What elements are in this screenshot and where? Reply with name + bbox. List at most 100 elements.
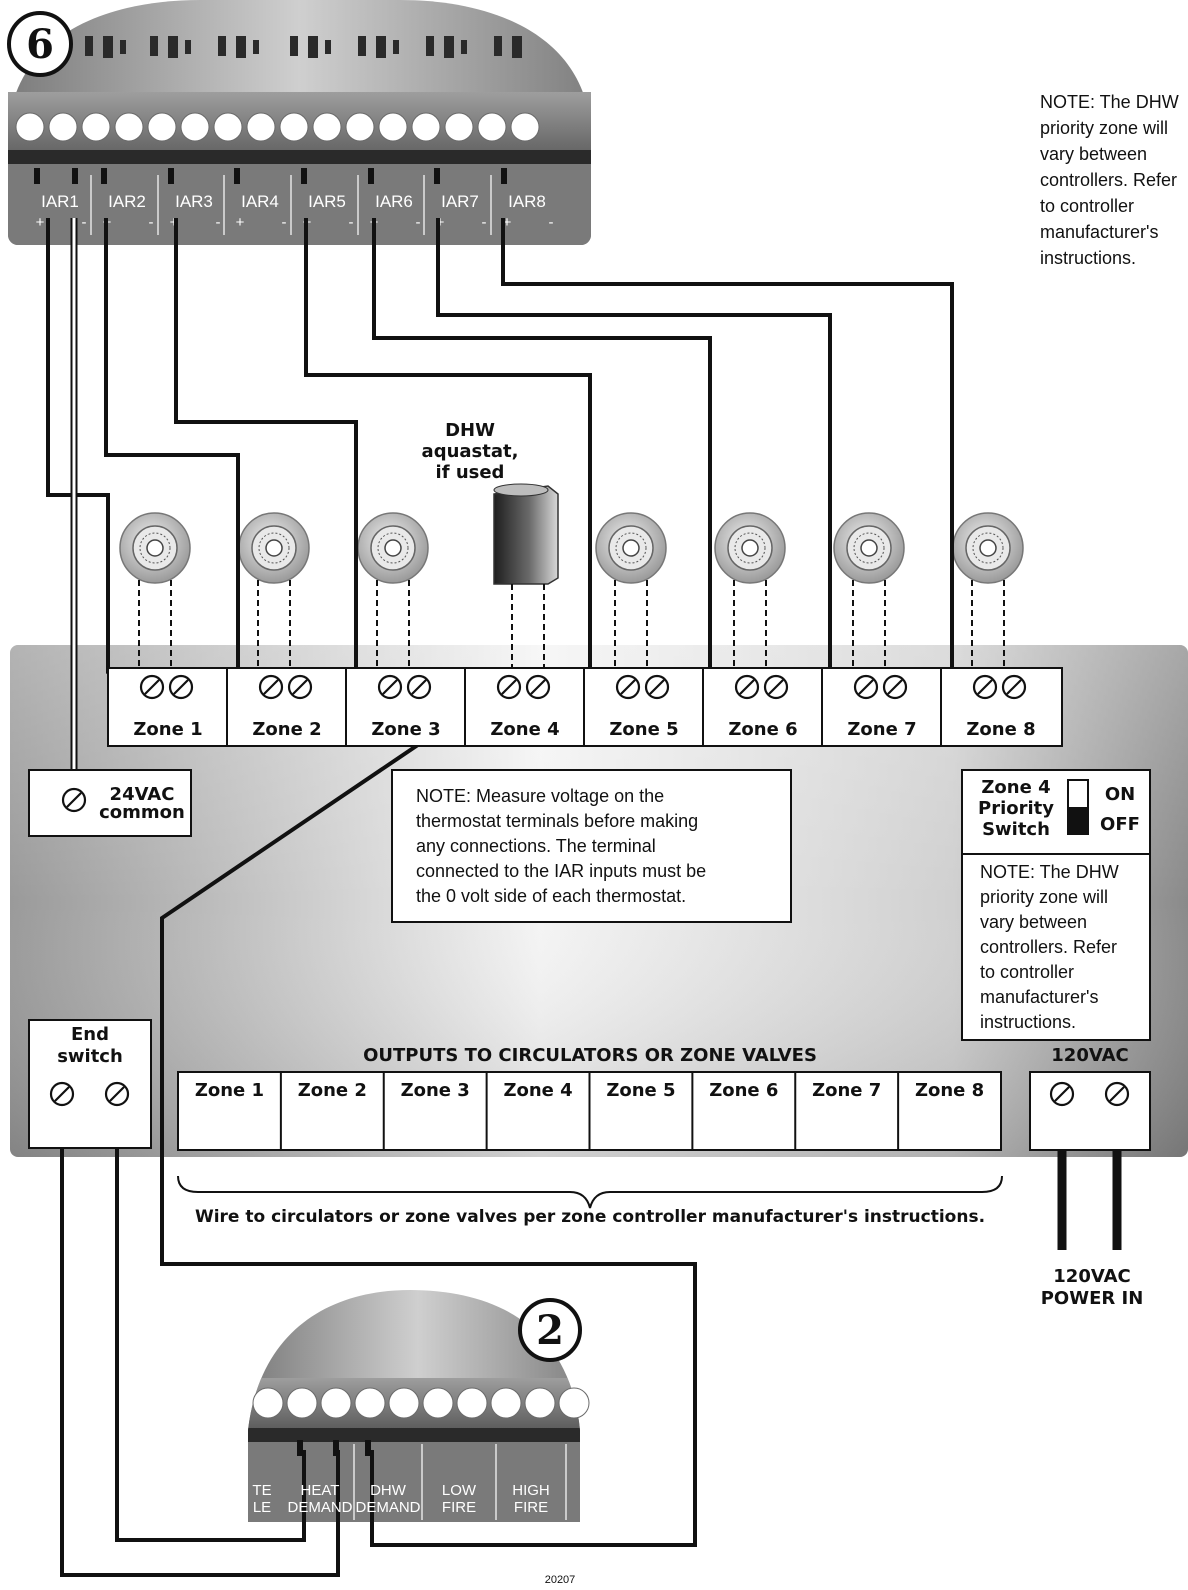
wire-iar8 (501, 218, 983, 688)
zone-screw-slot (144, 679, 160, 695)
iar-pin (168, 168, 174, 184)
top-note-line: priority zone will (1040, 118, 1168, 138)
common-label-1: 24VAC (110, 784, 175, 805)
terminal-screw-top (81, 112, 111, 142)
iar-label-6: IAR6 (375, 192, 413, 211)
zone-screw-slot (263, 679, 279, 695)
terminal-screw-bottom (252, 1387, 284, 1419)
thermostat-center (860, 539, 878, 557)
zone-label-1: Zone 1 (133, 719, 202, 740)
voltage-note-3: any connections. The terminal (416, 836, 656, 856)
zone-screw-slot (530, 679, 546, 695)
thermostat-ring (377, 532, 409, 564)
end-switch-screw-slot (54, 1086, 70, 1102)
priority-label-2: Priority (978, 798, 1054, 819)
zone-screw-slot (292, 679, 308, 695)
thermostat-ring (734, 532, 766, 564)
iar-label-7: IAR7 (441, 192, 479, 211)
side-note-4: controllers. Refer (980, 937, 1117, 957)
thermostat-ring (139, 532, 171, 564)
iar-minus: - (349, 214, 354, 231)
thermostat-center (265, 539, 283, 557)
output-label-5: Zone 5 (606, 1080, 675, 1101)
zone-screw-slot (858, 679, 874, 695)
heat-demand-label-2: DEMAND (287, 1499, 352, 1516)
end-switch-box (28, 1019, 152, 1149)
top-note-line: to controller (1040, 196, 1134, 216)
terminal-screw-top (477, 112, 507, 142)
iar-minus: - (216, 214, 221, 231)
terminal-screw-bottom (320, 1387, 352, 1419)
output-label-8: Zone 8 (915, 1080, 984, 1101)
priority-label-3: Switch (982, 819, 1050, 840)
zone-screw-slot (173, 679, 189, 695)
boiler-number-badge (518, 1298, 582, 1362)
priority-label-1: Zone 4 (981, 777, 1050, 798)
terminal-screw-top (345, 112, 375, 142)
controller-number-badge (7, 11, 73, 77)
priority-off-label: OFF (1100, 814, 1140, 835)
priority-switch-box (961, 769, 1151, 1041)
iar-label-1: IAR1 (41, 192, 79, 211)
iar-minus: - (149, 214, 154, 231)
terminal-screw-bottom (524, 1387, 556, 1419)
low-fire-label-2: FIRE (442, 1499, 476, 1516)
iar-label-2: IAR2 (108, 192, 146, 211)
iar-pin (301, 168, 307, 184)
outputs-brace (177, 1175, 1003, 1209)
terminal-screw-top (114, 112, 144, 142)
boiler-pin (365, 1440, 371, 1456)
zone-label-6: Zone 6 (728, 719, 797, 740)
thermostat-center (384, 539, 402, 557)
aquastat-icon (493, 485, 559, 585)
wire-iar2 (104, 218, 271, 688)
outputs-title: OUTPUTS TO CIRCULATORS OR ZONE VALVES (363, 1045, 817, 1066)
zone-screw-slot (887, 679, 903, 695)
terminal-screw-bottom (422, 1387, 454, 1419)
voltage-note-1: NOTE: Measure voltage on the (416, 786, 664, 806)
voltage-note-2: thermostat terminals before making (416, 811, 698, 831)
heat-demand-label-1: HEAT (301, 1482, 340, 1499)
power-in-label-2: POWER IN (1041, 1288, 1144, 1309)
thermostat-ring (258, 532, 290, 564)
boiler-pin (333, 1440, 339, 1456)
side-note-3: vary between (980, 912, 1087, 932)
iar-plus: + (36, 214, 45, 231)
output-label-6: Zone 6 (709, 1080, 778, 1101)
priority-on-label: ON (1105, 784, 1135, 805)
power-box-label: 120VAC (1051, 1045, 1128, 1066)
iar-minus: - (416, 214, 421, 231)
boiler-partial-label-1: TE (252, 1482, 271, 1499)
zone-screw-slot (1006, 679, 1022, 695)
terminal-screw-top (510, 112, 540, 142)
power-screw-slot (1054, 1086, 1070, 1102)
iar-pin (501, 168, 507, 184)
terminal-screw-top (147, 112, 177, 142)
power-screw-slot (1109, 1086, 1125, 1102)
figure-code: 20207 (545, 1574, 576, 1585)
terminal-screw-top (48, 112, 78, 142)
iar-minus: - (549, 214, 554, 231)
common-label-2: common (99, 802, 185, 823)
aquastat-label-3: if used (436, 462, 505, 483)
boiler-partial-label-2: LE (253, 1499, 271, 1516)
iar-pin (434, 168, 440, 184)
side-note-2: priority zone will (980, 887, 1108, 907)
thermostat-ring (615, 532, 647, 564)
iar-pin (368, 168, 374, 184)
boiler-pin (297, 1440, 303, 1456)
thermostat-center (146, 539, 164, 557)
dhw-demand-label-1: DHW (370, 1482, 407, 1499)
iar-pin (72, 168, 78, 184)
thermostat-center (622, 539, 640, 557)
terminal-screw-top (411, 112, 441, 142)
top-note-line: instructions. (1040, 248, 1136, 268)
diagram-elements: 62IAR1+-IAR2+-IAR3+-IAR4+-IAR5+-IAR6+-IA… (15, 21, 1179, 1586)
zone-label-5: Zone 5 (609, 719, 678, 740)
iar-pin (34, 168, 40, 184)
aquastat-label-1: DHW (445, 420, 495, 441)
thermostat-ring (972, 532, 1004, 564)
iar-plus: + (436, 214, 445, 231)
